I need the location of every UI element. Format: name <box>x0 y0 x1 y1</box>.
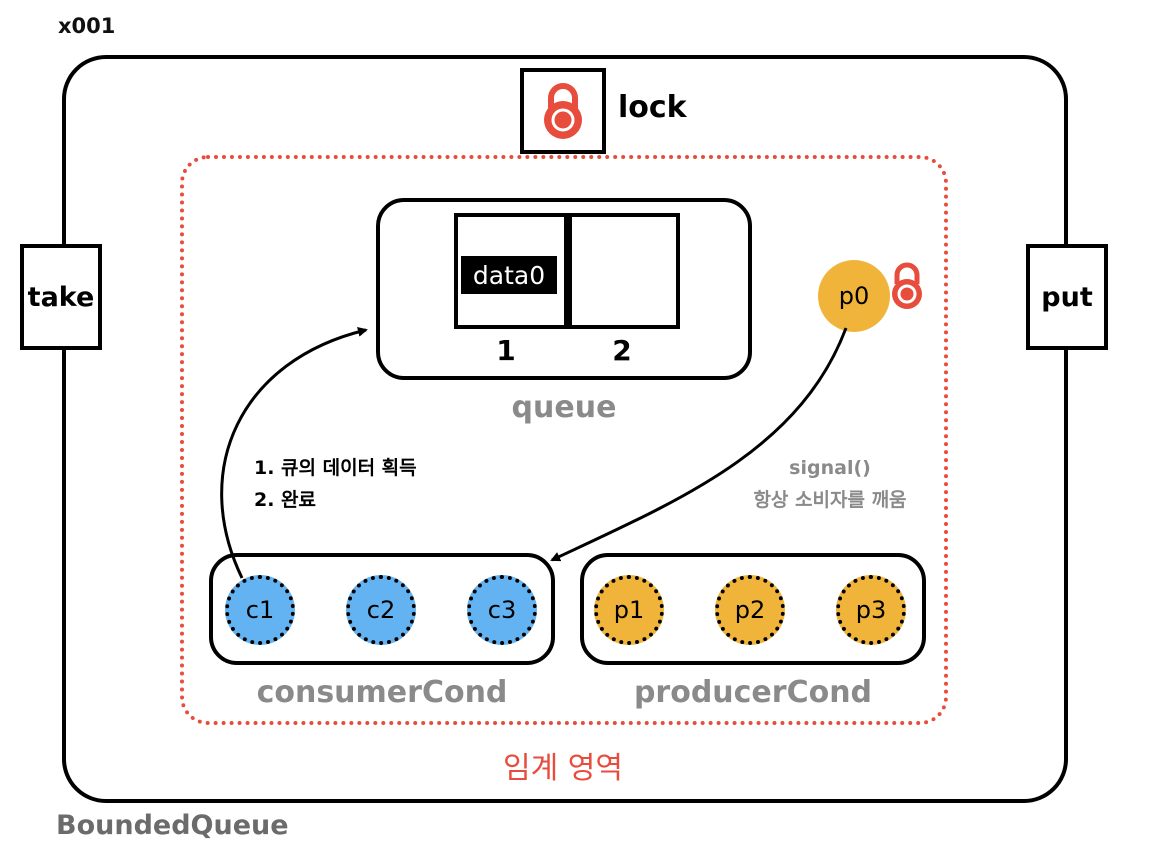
put-method-box: put <box>1026 244 1108 350</box>
object-id: x001 <box>58 14 116 38</box>
lock-icon <box>544 83 582 139</box>
signal-call: signal() <box>789 457 871 479</box>
queue-item: data0 <box>461 256 557 294</box>
consumer-cond-label: consumerCond <box>256 675 508 710</box>
thread-p1: p1 <box>594 575 664 645</box>
consumer-step-2: 2. 완료 <box>254 489 317 511</box>
queue-slot-1 <box>454 213 572 329</box>
take-method-box: take <box>20 244 102 350</box>
lock-box <box>520 68 606 154</box>
queue-slot-2 <box>564 213 680 329</box>
bounded-queue-box <box>62 55 1068 803</box>
thread-c3: c3 <box>467 575 537 645</box>
signal-note: signal() 항상 소비자를 깨움 <box>700 452 960 516</box>
critical-section-label: 임계 영역 <box>503 751 623 786</box>
consumer-steps-note: 1. 큐의 데이터 획득 2. 완료 <box>254 452 417 516</box>
thread-p0: p0 <box>818 260 890 332</box>
queue-slot-index: 2 <box>612 334 632 367</box>
thread-c1: c1 <box>225 575 295 645</box>
queue-slot-index: 1 <box>496 334 516 367</box>
held-lock-icon <box>892 262 922 309</box>
consumer-step-1: 1. 큐의 데이터 획득 <box>254 457 417 479</box>
bounded-queue-label: BoundedQueue <box>56 810 289 841</box>
producer-cond-label: producerCond <box>633 675 873 710</box>
consumer-cond-box <box>209 553 555 665</box>
lock-label: lock <box>618 90 687 125</box>
thread-c2: c2 <box>346 575 416 645</box>
critical-section-box <box>180 155 948 725</box>
thread-p2: p2 <box>715 575 785 645</box>
queue-label: queue <box>511 390 617 425</box>
signal-description: 항상 소비자를 깨움 <box>753 489 907 511</box>
thread-p3: p3 <box>836 575 906 645</box>
